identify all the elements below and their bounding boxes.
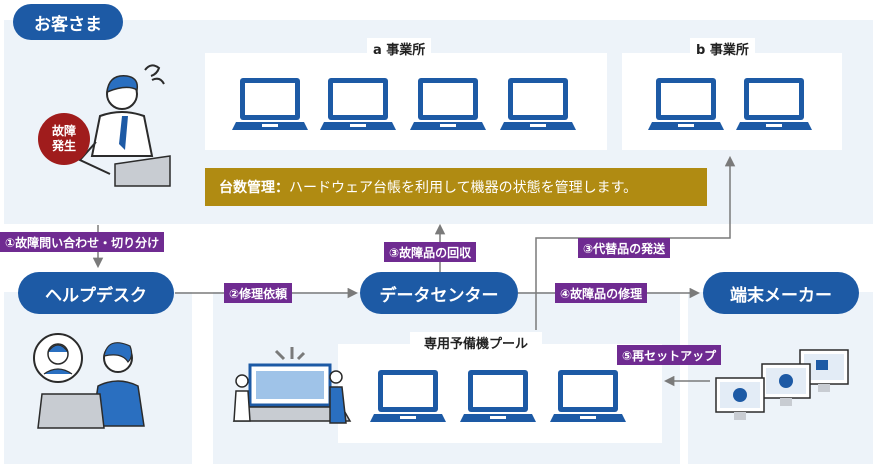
helpdesk-node: ヘルプデスク <box>18 272 174 314</box>
step-2-label: ②修理依頼 <box>224 283 293 303</box>
setup-monitors-illustration <box>715 349 849 420</box>
laptop-icon <box>232 76 308 134</box>
asset-management-text: ハードウェア台帳を利用して機器の状態を管理します。 <box>289 180 638 196</box>
pool-title: 専用予備機プール <box>410 332 543 353</box>
laptop-icon <box>460 368 536 426</box>
step-1-label: ①故障問い合わせ・切り分け <box>0 232 165 252</box>
laptop-icon <box>320 76 396 134</box>
fault-badge: 故障 発生 <box>38 113 90 165</box>
laptop-icon <box>370 368 446 426</box>
customer-person-illustration <box>78 64 171 187</box>
helpdesk-operator-illustration <box>33 333 145 429</box>
office-a-label: a 事業所 <box>367 38 432 59</box>
step-4-label: ④故障品の修理 <box>555 283 648 303</box>
office-b-label: b 事業所 <box>690 38 755 59</box>
step-5-label: ⑤再セットアップ <box>617 345 722 365</box>
datacenter-node: データセンター <box>360 272 518 314</box>
laptop-icon <box>500 76 576 134</box>
step-3b-label: ③代替品の発送 <box>578 238 671 258</box>
maker-node: 端末メーカー <box>703 272 859 314</box>
fault-badge-line2: 発生 <box>51 139 76 153</box>
asset-management-banner: 台数管理： ハードウェア台帳を利用して機器の状態を管理します。 <box>205 168 707 206</box>
fault-badge-line1: 故障 <box>51 124 76 138</box>
asset-management-title: 台数管理： <box>219 180 289 196</box>
laptop-icon <box>410 76 486 134</box>
helpdesk-panel <box>4 292 192 464</box>
step-3a-label: ③故障品の回収 <box>384 242 477 262</box>
laptop-icon <box>648 76 724 134</box>
laptop-icon <box>736 76 812 134</box>
customer-title: お客さま <box>13 4 123 40</box>
laptop-icon <box>550 368 626 426</box>
repair-work-illustration <box>232 347 352 424</box>
